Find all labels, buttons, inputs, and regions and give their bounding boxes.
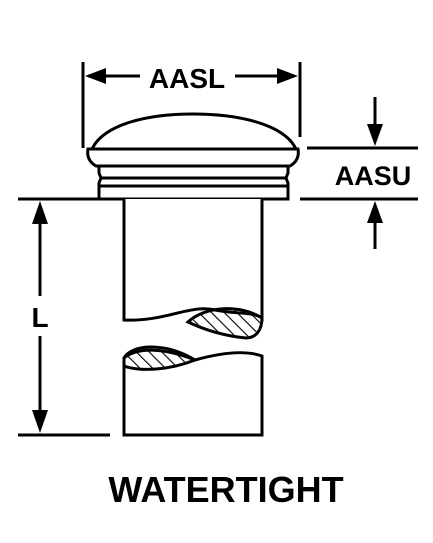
aasu-arrowhead-down-icon [367, 124, 383, 146]
head-rim [86, 147, 300, 168]
shank-upper-body [122, 199, 264, 322]
length-arrowhead-down-icon [32, 410, 48, 433]
length-arrowhead-up-icon [32, 201, 48, 224]
shank-upper-hatch [185, 307, 264, 340]
shank-lower [122, 345, 264, 437]
head-dome [89, 112, 299, 151]
shank-upper [122, 199, 264, 340]
aasl-label: AASL [149, 63, 225, 94]
aasl-arrowhead-right-icon [277, 68, 298, 84]
aasu-dimension: AASU [300, 97, 418, 249]
length-label: L [31, 302, 48, 333]
aasu-label: AASU [335, 161, 412, 191]
diagram-caption: WATERTIGHT [108, 469, 343, 510]
shank-lower-hatch [122, 345, 199, 371]
aasl-dimension: AASL [81, 62, 302, 148]
aasl-arrowhead-left-icon [85, 68, 106, 84]
length-dimension: L [18, 197, 110, 437]
head-collar [97, 164, 290, 201]
aasu-arrowhead-up-icon [367, 201, 383, 223]
fastener-head [86, 112, 300, 201]
